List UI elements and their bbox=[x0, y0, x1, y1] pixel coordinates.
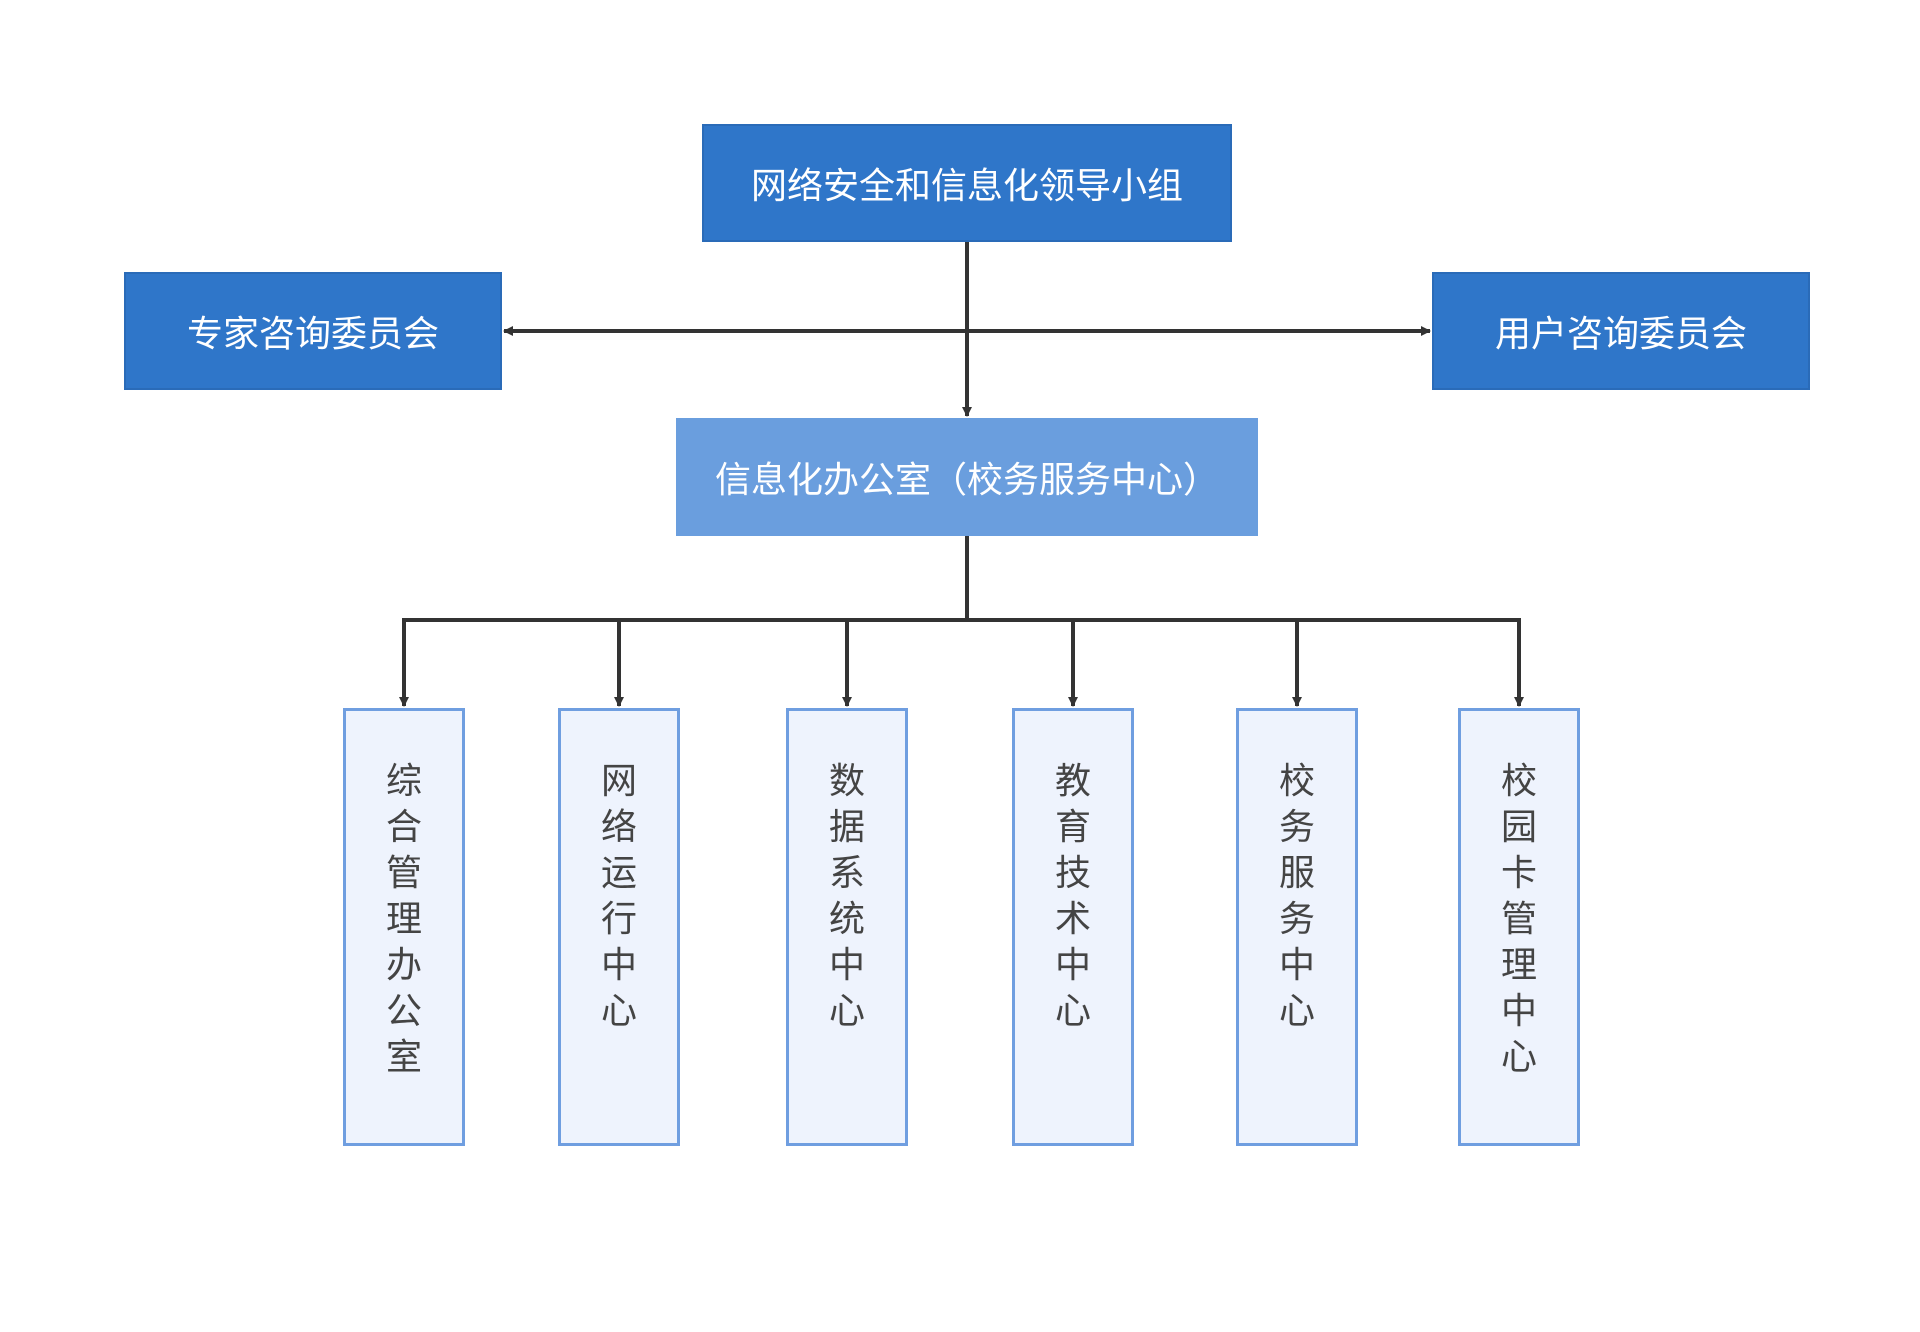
department-box: 校园卡管理中心 bbox=[1458, 708, 1580, 1146]
information-office-box: 信息化办公室（校务服务中心） bbox=[676, 418, 1258, 536]
department-label: 数据系统中心 bbox=[828, 761, 865, 1032]
information-office-label: 信息化办公室（校务服务中心） bbox=[714, 460, 1219, 501]
department-label: 网络运行中心 bbox=[600, 761, 637, 1032]
department-label: 综合管理办公室 bbox=[385, 761, 422, 1078]
expert-committee-box: 专家咨询委员会 bbox=[124, 272, 502, 390]
department-box: 网络运行中心 bbox=[558, 708, 680, 1146]
user-committee-label: 用户咨询委员会 bbox=[1494, 314, 1747, 355]
department-box: 数据系统中心 bbox=[786, 708, 908, 1146]
department-label: 校园卡管理中心 bbox=[1500, 761, 1537, 1078]
department-label: 校务服务中心 bbox=[1278, 761, 1315, 1032]
user-committee-box: 用户咨询委员会 bbox=[1432, 272, 1810, 390]
department-box: 校务服务中心 bbox=[1236, 708, 1358, 1146]
leader-group-box: 网络安全和信息化领导小组 bbox=[702, 124, 1232, 242]
expert-committee-label: 专家咨询委员会 bbox=[186, 314, 439, 355]
department-box: 综合管理办公室 bbox=[343, 708, 465, 1146]
leader-group-label: 网络安全和信息化领导小组 bbox=[750, 166, 1183, 207]
department-label: 教育技术中心 bbox=[1054, 761, 1091, 1032]
department-box: 教育技术中心 bbox=[1012, 708, 1134, 1146]
